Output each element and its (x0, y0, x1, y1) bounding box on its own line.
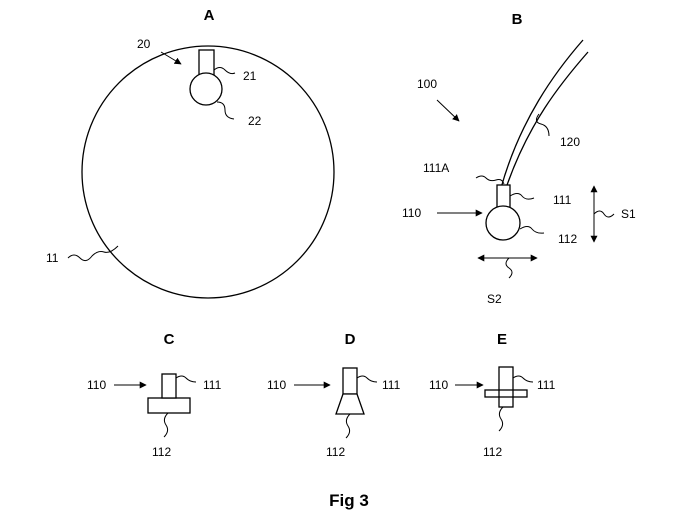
label-112: 112 (326, 445, 345, 459)
channel-111 (343, 368, 357, 394)
label-21: 21 (243, 69, 257, 83)
label-22: 22 (248, 114, 262, 128)
label-11: 11 (46, 251, 59, 265)
leader-111 (176, 376, 196, 382)
channel-111 (497, 185, 510, 208)
label-111: 111 (203, 378, 222, 392)
fiber-120-inner (506, 52, 588, 188)
leader-112 (164, 413, 168, 437)
label-110: 110 (87, 378, 106, 392)
leader-s2 (506, 258, 512, 278)
label-112: 112 (483, 445, 502, 459)
well-22 (190, 73, 222, 105)
leader-112 (520, 227, 544, 234)
panel-e-title: E (497, 331, 507, 348)
leader-112 (499, 407, 503, 431)
panel-b-title: B (512, 11, 523, 28)
label-110: 110 (429, 378, 448, 392)
channel-111 (162, 374, 176, 398)
leader-11 (68, 246, 118, 261)
panel-e: E 110 111 112 (429, 331, 556, 459)
label-112: 112 (558, 232, 577, 246)
leader-22 (217, 102, 234, 119)
base-112 (148, 398, 190, 413)
label-120: 120 (560, 135, 580, 149)
leader-111 (357, 376, 377, 382)
channel-21 (199, 50, 214, 76)
leader-111a (476, 176, 504, 184)
label-111a: 111A (423, 161, 449, 175)
panel-b: B 100 120 111A 111 112 110 S1 S2 (402, 11, 636, 306)
label-111: 111 (537, 378, 556, 392)
cone-112 (336, 394, 364, 414)
panel-a-title: A (204, 7, 215, 24)
chamber-112 (486, 206, 520, 240)
leader-112 (346, 414, 350, 438)
figure-caption: Fig 3 (329, 491, 369, 510)
label-111: 111 (382, 378, 401, 392)
label-110: 110 (267, 378, 286, 392)
leader-s1 (594, 211, 614, 217)
panel-d-title: D (345, 331, 356, 348)
panel-c: C 110 111 112 (87, 331, 222, 459)
arrow-100 (437, 100, 459, 121)
channel-111 (499, 367, 513, 407)
label-112: 112 (152, 445, 171, 459)
ring-112 (485, 390, 527, 397)
leader-111 (510, 194, 534, 200)
label-100: 100 (417, 77, 437, 91)
leader-111 (513, 376, 533, 382)
fiber-120-outer (501, 40, 583, 188)
panel-c-title: C (164, 331, 175, 348)
panel-d: D 110 111 112 (267, 331, 401, 459)
arrow-20 (161, 52, 181, 64)
leader-21 (214, 68, 235, 74)
label-s2: S2 (487, 292, 502, 306)
panel-a: A 20 21 22 11 (46, 7, 334, 298)
label-111: 111 (553, 193, 572, 207)
label-s1: S1 (621, 207, 636, 221)
label-20: 20 (137, 37, 151, 51)
label-110: 110 (402, 206, 421, 220)
